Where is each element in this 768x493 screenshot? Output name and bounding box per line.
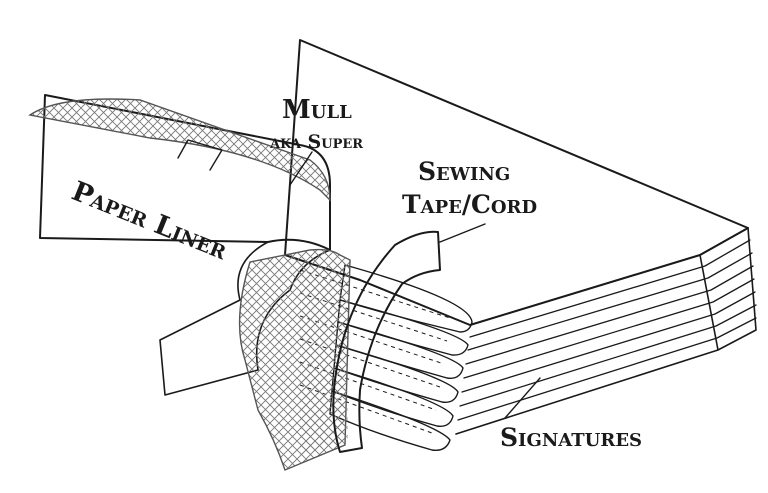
mull-mesh <box>28 98 351 471</box>
signatures-label: Signatures <box>500 423 642 452</box>
mull-aka-label: aka Super <box>269 131 363 153</box>
mull-label: Mull <box>282 95 352 125</box>
sewing-tape <box>332 230 441 453</box>
fore-edge-lines <box>455 227 757 435</box>
sewing-label: Sewing <box>418 157 510 186</box>
leader-lines <box>289 151 541 419</box>
paper-liner-label: Paper Liner <box>67 176 231 266</box>
signature-folds <box>329 264 473 451</box>
tape-cord-label: Tape/Cord <box>402 190 537 219</box>
book-block <box>284 39 757 451</box>
